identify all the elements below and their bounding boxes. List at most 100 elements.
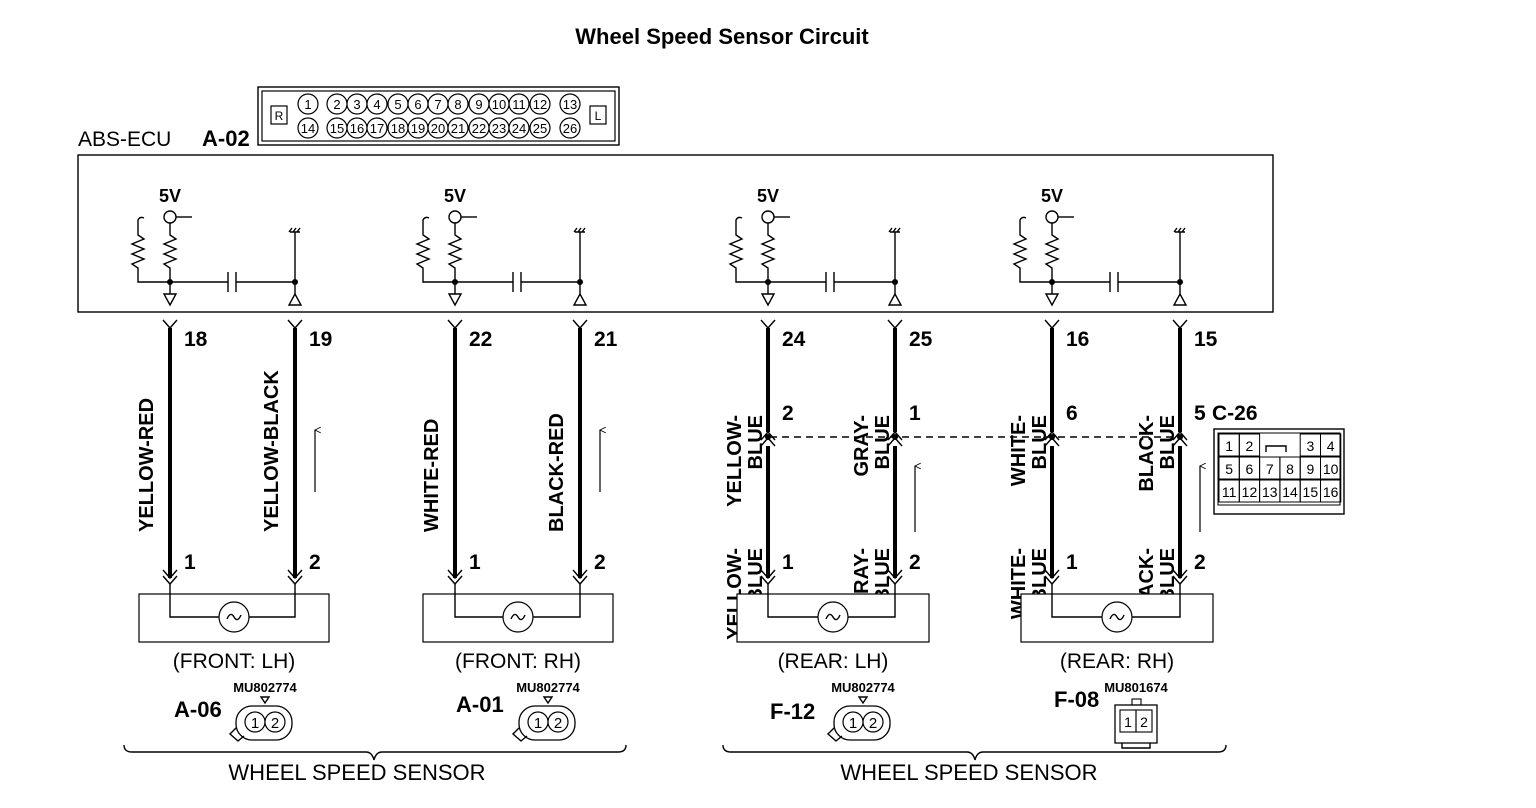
c26-pin-label: 16: [1323, 484, 1339, 500]
ecu-face-pin-label: 13: [563, 97, 577, 112]
bias-resistor: [130, 216, 170, 283]
wire-color-label: BLUE: [872, 548, 894, 602]
sensor-connector-pin-label: 2: [271, 715, 279, 732]
sensor-connector-pin-label: 2: [869, 715, 877, 732]
ecu-face-pin-circle: [559, 93, 581, 115]
bias-resistor: [1012, 216, 1052, 283]
sensor-coil-wire: [169, 584, 296, 618]
sensor-position-label: (REAR: RH): [1060, 650, 1174, 673]
ecu-face-pin-label: 17: [370, 121, 384, 136]
pullup-resistor: [447, 223, 463, 282]
pullup-resistor: [760, 223, 776, 282]
intermediate-pin-number: 6: [1066, 402, 1078, 425]
ecu-terminal-down-icon: [162, 293, 178, 307]
c26-pin-label: 15: [1303, 484, 1319, 500]
chassis-ground-icon: [573, 227, 586, 233]
sensor-coil-wire: [767, 584, 896, 618]
ecu-face-pin-label: 15: [330, 121, 344, 136]
c26-latch: [1265, 445, 1287, 452]
connector-part-number: MU801674: [1104, 680, 1168, 695]
sensor-pin-number: 2: [909, 551, 921, 574]
wire-color-label: YELLOW-BLACK: [261, 370, 283, 532]
ecu-pin-number: 24: [782, 328, 806, 351]
ecu-terminal-up-icon: [572, 292, 588, 306]
supply-5v-label: 5V: [159, 186, 181, 206]
ecu-pin-number: 15: [1194, 328, 1218, 351]
ecu-box: [77, 154, 1274, 313]
ac-sine-icon: [226, 613, 242, 621]
ecu-terminal-down-icon: [760, 293, 776, 307]
ecu-face-pin-label: 26: [563, 121, 577, 136]
ecu-face-pin-label: 18: [391, 121, 405, 136]
capacitor: [227, 272, 237, 292]
ecu-face-pin-label: 14: [301, 121, 315, 136]
sensor-position-label: (REAR: LH): [778, 650, 889, 673]
ecu-pin-number: 16: [1066, 328, 1089, 351]
wire-terminal-chevron: [1044, 319, 1060, 330]
ecu-face-pin-label: 20: [431, 121, 445, 136]
ecu-face-pin-circle: [508, 117, 530, 139]
ecu-face-pin-label: 4: [373, 97, 380, 112]
sensor-connector-pin-label: 1: [534, 715, 542, 732]
ecu-face-pin-label: 22: [472, 121, 486, 136]
wheel-speed-sensor-group-front: WHEEL SPEED SENSOR: [123, 744, 627, 785]
ecu-terminal-down-icon: [1044, 293, 1060, 307]
connector-part-number: MU802774: [516, 680, 580, 695]
intermediate-pin-number: 5: [1194, 402, 1206, 425]
sensor-connector-id: A-06: [174, 697, 222, 722]
ecu-face-pin-label: 2: [333, 97, 340, 112]
ecu-face-pin-circle: [447, 93, 469, 115]
sensor-connector-pin: [264, 711, 286, 733]
c26-pin-label: 2: [1246, 438, 1254, 454]
connector-part-number: MU802774: [233, 680, 297, 695]
wire-terminal-chevron: [447, 319, 463, 330]
ecu-face-pin-label: 9: [475, 97, 482, 112]
ecu-face-pin-label: 23: [492, 121, 506, 136]
bias-resistor: [415, 216, 455, 283]
c26-pin-label: 1: [1225, 438, 1233, 454]
wire-color-label: BLUE: [872, 415, 894, 469]
c26-pin-label: 12: [1242, 484, 1258, 500]
ecu-connector-id: A-02: [202, 126, 250, 151]
group-label-front: WHEEL SPEED SENSOR: [228, 760, 485, 785]
connector-part-number: MU802774: [831, 680, 895, 695]
ecu-terminal-down-icon: [447, 293, 463, 307]
c26-pin-label: 14: [1282, 484, 1298, 500]
sensor-connector-id: F-12: [770, 699, 815, 724]
ecu-face-pin-label: 8: [454, 97, 461, 112]
chassis-ground-icon: [288, 227, 301, 233]
wire-color-label: BLUE: [1157, 415, 1179, 469]
c26-outer: [1213, 428, 1345, 515]
ecu-pin-number: 22: [469, 328, 492, 351]
c26-pin-label: 3: [1306, 438, 1314, 454]
supply-terminal: [448, 210, 462, 224]
wire-terminal-chevron: [1172, 319, 1188, 330]
bias-resistor: [728, 216, 768, 283]
ac-sine-icon: [825, 613, 841, 621]
sensor-connector-pin-label: 1: [251, 715, 259, 732]
ecu-face-pin-label: 11: [512, 97, 526, 112]
sensor-connector-pin: [1135, 709, 1153, 733]
ecu-face-pin-label: 12: [533, 97, 547, 112]
pullup-resistor: [1044, 223, 1060, 282]
wire-color-label: BLUE: [745, 415, 767, 469]
intermediate-pin-number: 1: [909, 402, 921, 425]
sensor-pin-number: 1: [469, 551, 481, 574]
c26-pin-label: 11: [1222, 484, 1237, 500]
ecu-label: ABS-ECU: [78, 128, 171, 151]
ecu-terminal-up-icon: [287, 292, 303, 306]
supply-terminal: [1045, 210, 1059, 224]
sensor-pin-number: 1: [782, 551, 794, 574]
ecu-face-pin-label: 19: [411, 121, 425, 136]
group-label-rear: WHEEL SPEED SENSOR: [840, 760, 1097, 785]
ecu-face-pin-label: 6: [414, 97, 421, 112]
wire-color-label: BLUE: [1029, 548, 1051, 602]
ecu-face-pin-circle: [447, 117, 469, 139]
ecu-face-pin-label: 24: [512, 121, 526, 136]
sensor-connector-id: F-08: [1054, 687, 1099, 712]
sensor-coil-wire: [454, 584, 581, 618]
wire-color-label: WHITE-: [1008, 415, 1030, 486]
supply-5v-label: 5V: [1041, 186, 1063, 206]
